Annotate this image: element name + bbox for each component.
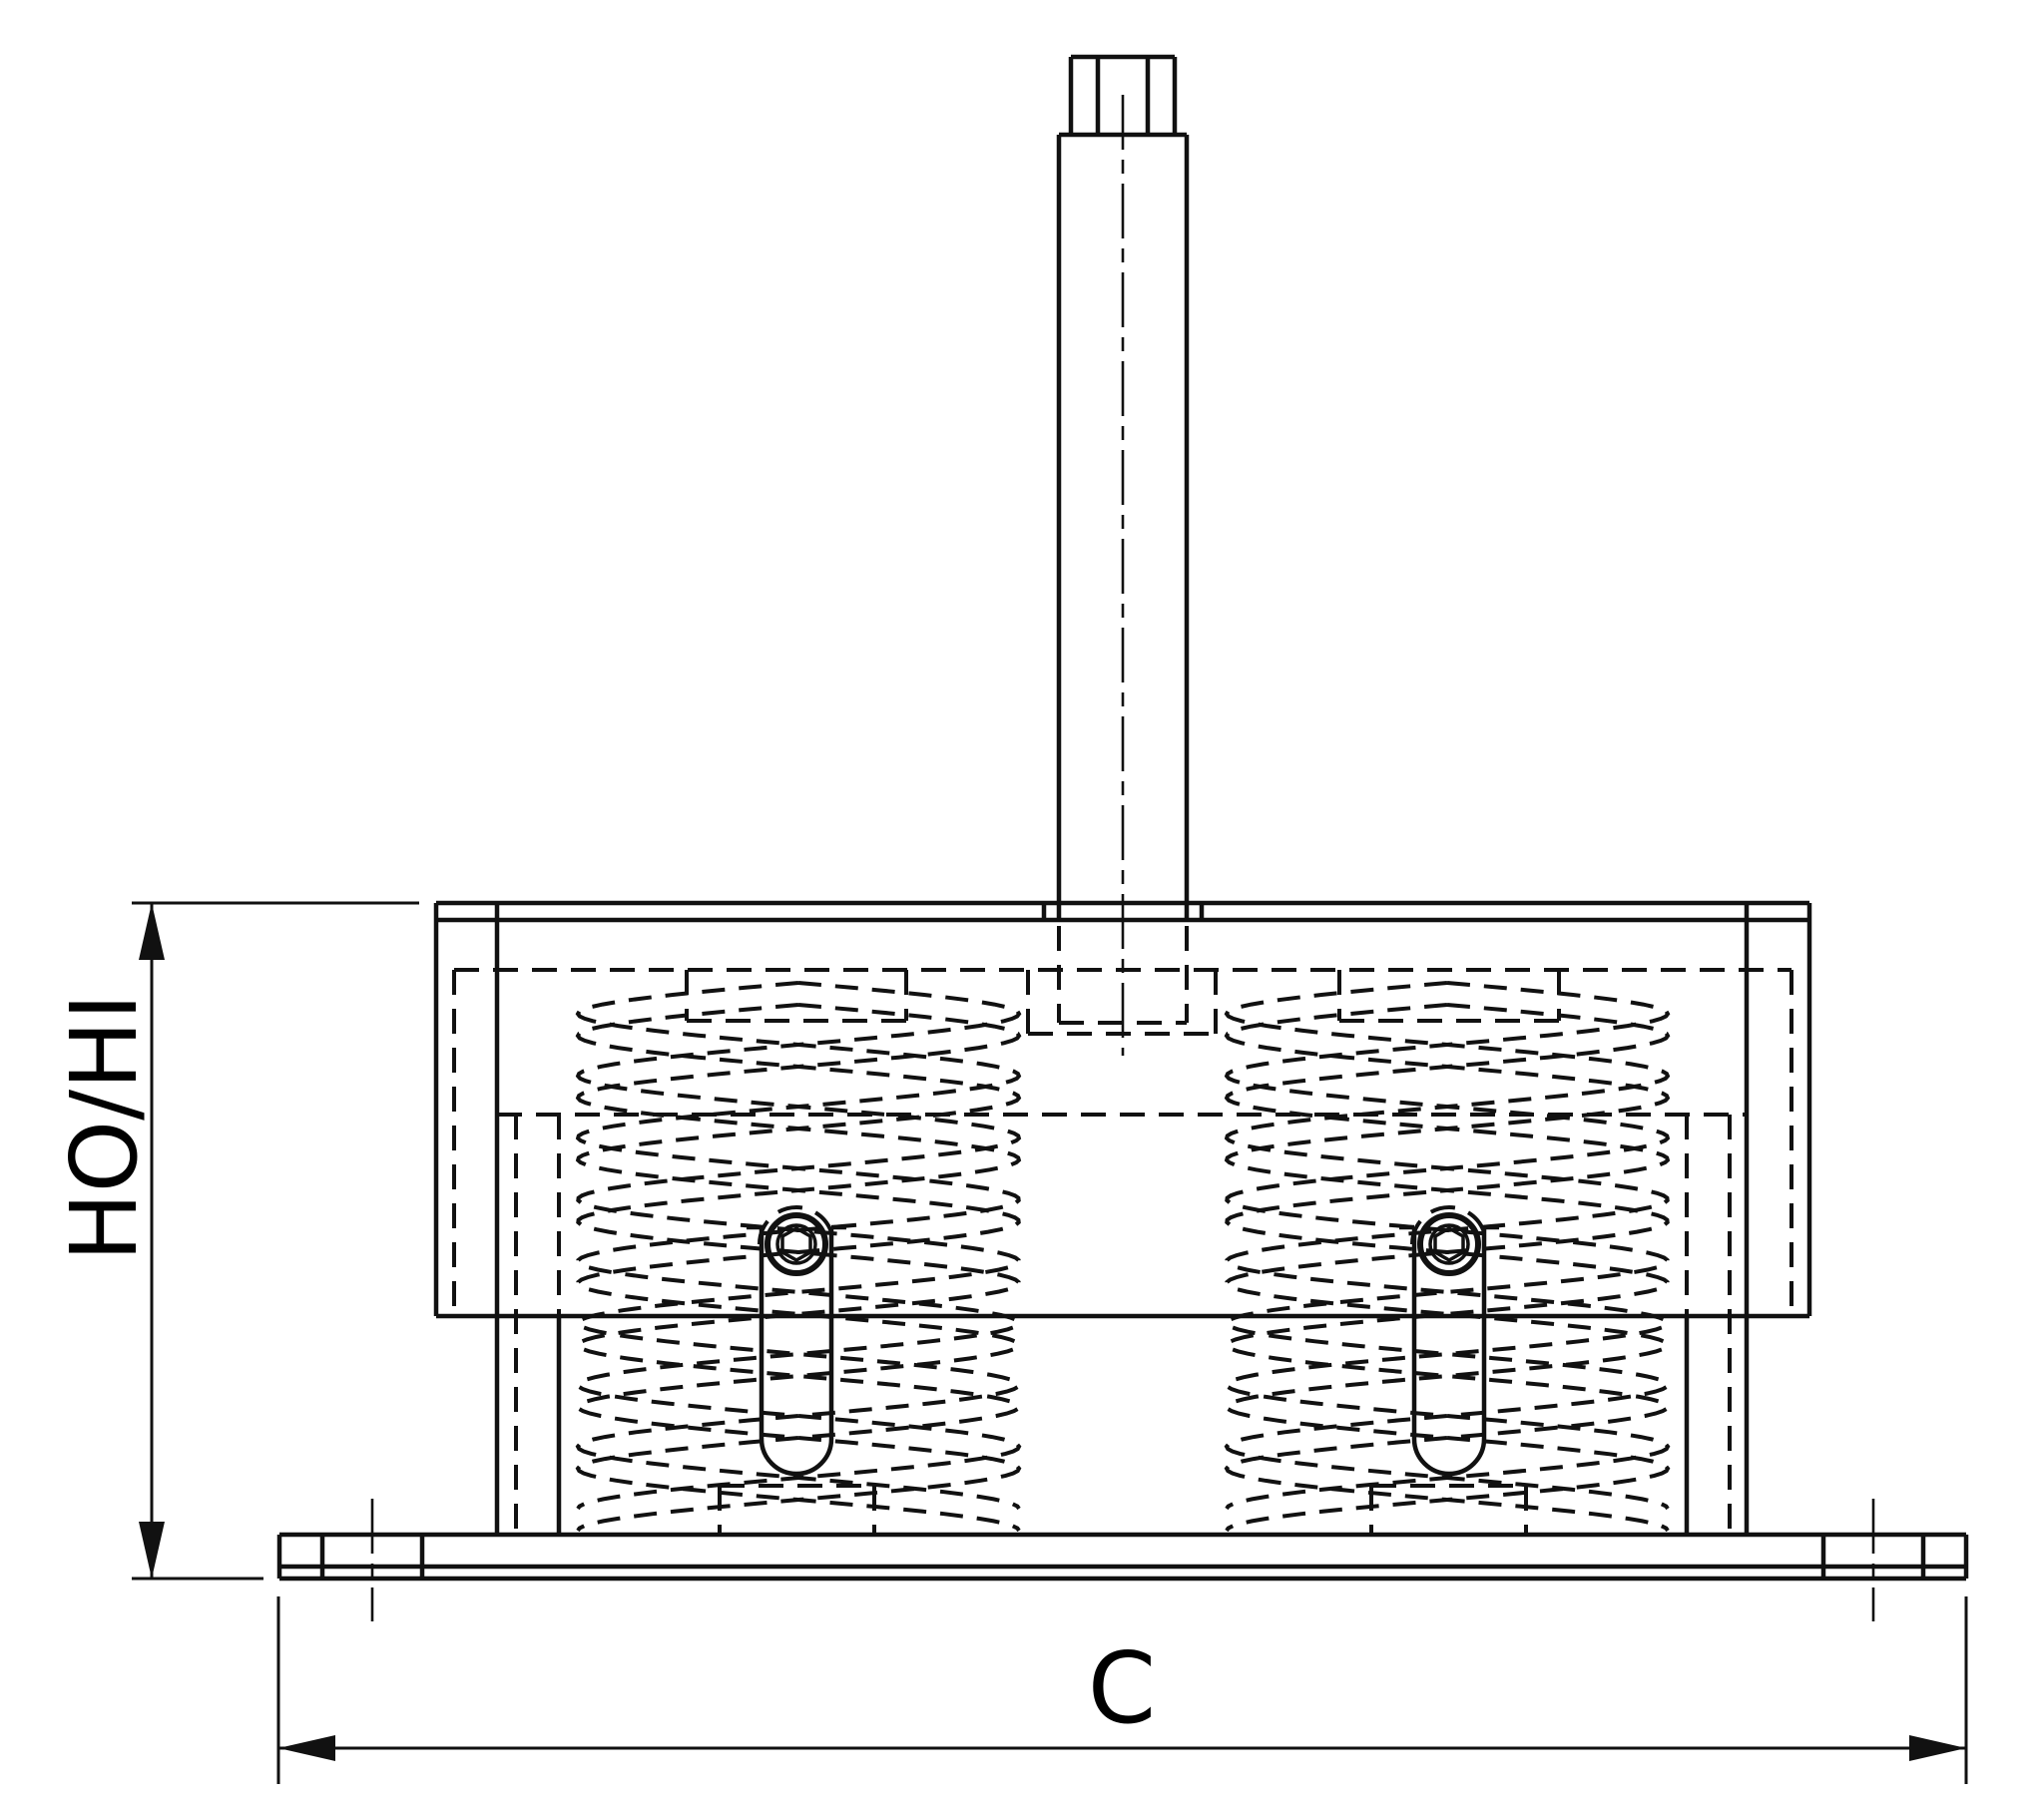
- anchor-hole-right: [1820, 1499, 1926, 1621]
- spring-seat-top-left: [685, 970, 908, 1023]
- spring-seat-bottom-left: [718, 1484, 876, 1535]
- spring-seat-bottom-right: [1369, 1484, 1528, 1535]
- hidden-cavity: [452, 968, 1793, 1316]
- spring-coil-strand: [575, 1003, 1022, 1533]
- adjustment-bolt-left: [747, 1205, 846, 1477]
- slot-outline: [759, 1227, 834, 1477]
- hex-socket: [780, 1225, 812, 1263]
- threaded-stud: [1026, 54, 1218, 1056]
- bolt-head-outer: [1417, 1212, 1481, 1276]
- upper-housing: [433, 900, 1812, 1535]
- hex-socket: [1433, 1225, 1465, 1263]
- hidden-boss: [1026, 970, 1218, 1036]
- bolt-head-outer: [765, 1212, 828, 1276]
- spring-coil-strand: [575, 1003, 1022, 1533]
- width-dimension-label: C: [1088, 1632, 1156, 1746]
- spring-coil-strand: [1224, 981, 1671, 1511]
- stud-shaft: [1056, 135, 1190, 1025]
- spring-coil-strand: [1224, 1003, 1671, 1533]
- slot-outline: [1411, 1227, 1487, 1477]
- spring-seat-top-right: [1337, 970, 1561, 1023]
- spring-coil-strand: [1224, 981, 1671, 1511]
- dimension-width: C: [276, 1596, 1968, 1784]
- adjustment-bolt-right: [1399, 1205, 1499, 1477]
- spring-coil-strand: [1224, 1003, 1671, 1533]
- coil-spring-right: [1224, 981, 1671, 1533]
- arrowhead-down: [139, 1522, 165, 1579]
- height-dimension-label: HO/HI: [51, 994, 158, 1262]
- coil-spring-left: [575, 981, 1022, 1533]
- spring-coil-strand: [575, 981, 1022, 1511]
- bolt-head-inner: [1428, 1223, 1470, 1265]
- anchor-hole-left: [319, 1499, 425, 1621]
- dimension-height: HO/HI: [51, 901, 419, 1581]
- bolt-head-inner: [775, 1223, 817, 1265]
- arrowhead-left: [278, 1735, 335, 1761]
- spring-coil-strand: [575, 981, 1022, 1511]
- arrowhead-up: [139, 903, 165, 960]
- lower-housing: [497, 1113, 1747, 1535]
- arrowhead-right: [1909, 1735, 1966, 1761]
- base-plate: [276, 1499, 1969, 1621]
